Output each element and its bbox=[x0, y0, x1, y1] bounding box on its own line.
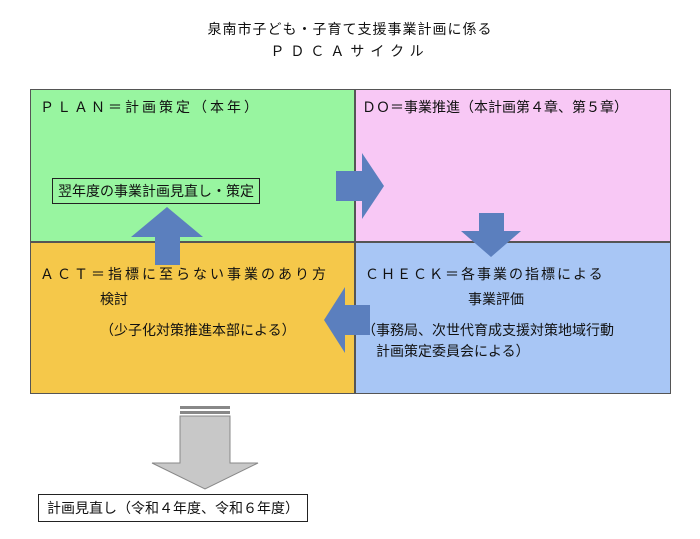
plan-heading: ＰＬＡＮ＝計画策定（本年） bbox=[40, 100, 261, 116]
plan-revision-box: 計画見直し（令和４年度、令和６年度） bbox=[38, 494, 308, 522]
diagram-title-line2: ＰＤＣＡサイクル bbox=[270, 44, 430, 60]
do-quadrant bbox=[355, 89, 671, 242]
arrow-plan-to-do-icon bbox=[336, 153, 384, 219]
plan-quadrant bbox=[30, 89, 355, 242]
act-line3: （少子化対策推進本部による） bbox=[100, 323, 296, 339]
act-line2: 検討 bbox=[100, 292, 128, 308]
check-line2: 事業評価 bbox=[468, 292, 524, 308]
arrow-check-to-act-icon bbox=[324, 287, 370, 353]
arrow-do-to-check-icon bbox=[461, 213, 521, 257]
act-heading: ＡＣＴ＝指標に至らない事業のあり方 bbox=[40, 267, 329, 283]
check-line4: 計画策定委員会による） bbox=[376, 344, 530, 360]
diagram-title-line1: 泉南市子ども・子育て支援事業計画に係る bbox=[207, 22, 493, 38]
act-quadrant bbox=[30, 242, 355, 394]
arrow-act-to-plan-icon bbox=[131, 207, 203, 265]
plan-review-box: 翌年度の事業計画見直し・策定 bbox=[52, 178, 260, 204]
do-heading: ＤＯ＝事業推進（本計画第４章、第５章） bbox=[362, 100, 628, 116]
arrow-down-to-revision-icon bbox=[151, 406, 259, 490]
check-line3: （事務局、次世代育成支援対策地域行動 bbox=[362, 323, 614, 339]
check-quadrant bbox=[355, 242, 671, 394]
check-heading: ＣＨＥＣＫ＝各事業の指標による bbox=[365, 267, 605, 283]
